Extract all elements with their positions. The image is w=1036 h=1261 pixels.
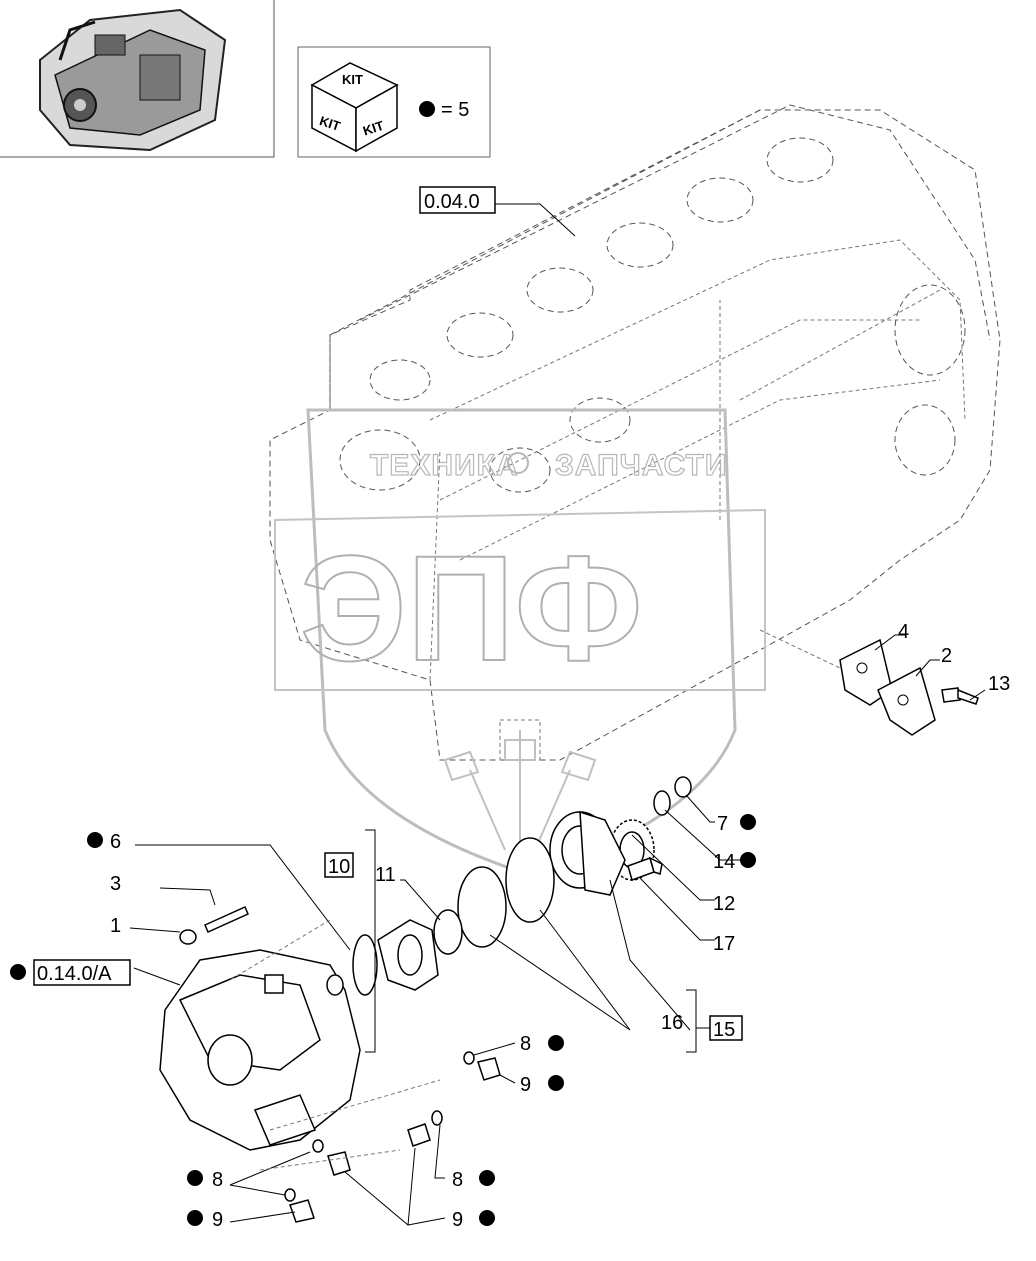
watermark-line2: ЗАПЧАСТИ <box>555 449 727 482</box>
bolt-13 <box>941 687 986 705</box>
callout-13: 13 <box>988 673 1010 695</box>
callout-2: 2 <box>941 645 952 667</box>
block-reference: 0.04.0 <box>419 186 576 237</box>
kit-cube-icon: KIT KIT KIT <box>310 62 399 153</box>
watermark-big-letters: ЭПФ <box>300 524 643 692</box>
group-bracket-left <box>365 829 376 1053</box>
callout-1: 1 <box>110 915 121 937</box>
plugs-and-seals <box>229 1042 516 1226</box>
stud-3 <box>159 887 249 933</box>
callout-14: 14 <box>713 851 735 873</box>
kit-dot-icon <box>548 1035 564 1051</box>
kit-dot-icon <box>187 1170 203 1186</box>
block-reference-label: 0.04.0 <box>424 191 480 213</box>
pump-flange-housing <box>549 810 691 1031</box>
kit-dot-icon <box>479 1170 495 1186</box>
callout-17: 17 <box>713 933 735 955</box>
adapter-flange <box>377 919 439 991</box>
pump-reference-box <box>33 959 131 986</box>
callouts: 4 2 13 7 14 12 17 6 3 1 10 11 0.14.0/A 1… <box>10 621 1010 1231</box>
kit-dot-icon <box>187 1210 203 1226</box>
kit-cube-right-label: KIT <box>361 118 386 139</box>
group-box-15 <box>709 1015 743 1041</box>
nut-1 <box>129 927 197 945</box>
callout-16: 16 <box>661 1012 683 1034</box>
callout-3: 3 <box>110 873 121 895</box>
engine-block-outline <box>269 104 1001 761</box>
drive-gear <box>609 776 740 901</box>
plate-gaskets <box>759 629 940 736</box>
kit-cube-top-label: KIT <box>342 72 363 87</box>
kit-dot-icon <box>548 1075 564 1091</box>
watermark-line1: ТЕХНИКА <box>370 449 519 482</box>
engine-thumbnail-icon <box>39 8 227 152</box>
callout-8a: 8 <box>520 1033 531 1055</box>
group-bracket-right <box>686 989 697 1053</box>
watermark: ТЕХНИКА ЗАПЧАСТИ ЭПФ <box>274 408 766 877</box>
group-box-15-label: 15 <box>713 1019 735 1041</box>
o-rings <box>135 837 631 1031</box>
callout-4: 4 <box>898 621 909 643</box>
kit-dot-icon <box>479 1210 495 1226</box>
injection-pump <box>133 919 361 1151</box>
callout-9a: 9 <box>520 1074 531 1096</box>
kit-legend-value: = 5 <box>441 99 469 121</box>
callout-6: 6 <box>110 831 121 853</box>
callout-8b: 8 <box>212 1169 223 1191</box>
callout-9b: 9 <box>212 1209 223 1231</box>
pump-reference-label: 0.14.0/A <box>37 963 112 985</box>
kit-dot-icon <box>740 814 756 830</box>
kit-cube-left-label: KIT <box>318 113 343 134</box>
callout-12: 12 <box>713 893 735 915</box>
callout-9c: 9 <box>452 1209 463 1231</box>
kit-dot-icon <box>10 964 26 980</box>
callout-8c: 8 <box>452 1169 463 1191</box>
group-box-10 <box>324 852 354 878</box>
group-box-10-label: 10 <box>328 856 350 878</box>
kit-dot-icon <box>740 852 756 868</box>
callout-11: 11 <box>375 864 396 886</box>
watermark-gear-icon <box>507 452 529 474</box>
watermark-wheat-icon <box>443 730 597 860</box>
kit-dot-icon <box>87 832 103 848</box>
bolt-17 <box>627 856 715 941</box>
kit-legend-box: KIT KIT KIT = 5 <box>297 46 491 158</box>
engine-thumbnail <box>0 0 275 158</box>
callout-7: 7 <box>717 813 728 835</box>
kit-marker-dot-icon <box>419 101 435 117</box>
